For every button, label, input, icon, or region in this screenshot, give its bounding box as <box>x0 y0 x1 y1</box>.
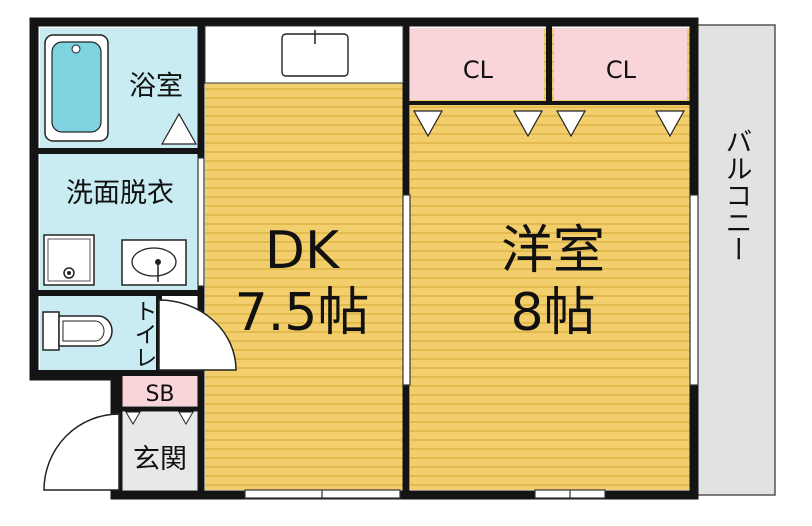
label-entrance: 玄関 <box>133 444 187 475</box>
dk-floor <box>205 28 403 490</box>
window-balcony <box>689 194 699 386</box>
wash-basin-icon <box>121 239 187 286</box>
closet-left-floor <box>410 28 544 100</box>
closet-door-markers <box>412 110 686 138</box>
kitchen-sink-icon <box>204 25 404 84</box>
label-closet-left: CL <box>463 56 494 84</box>
label-western-name: 洋室 <box>501 221 605 281</box>
washing-machine-icon <box>43 234 95 286</box>
label-closet-right: CL <box>606 56 637 84</box>
label-bath: 浴室 <box>129 71 183 102</box>
toilet-icon <box>42 311 113 351</box>
label-balcony: バルコニー <box>721 128 752 263</box>
sliding-door-dk-western <box>402 194 411 386</box>
toilet-door <box>158 299 237 371</box>
label-dk-name: DK <box>265 221 341 281</box>
swing-doors <box>43 299 237 491</box>
walls <box>29 17 699 500</box>
label-washroom: 洗面脱衣 <box>66 178 174 209</box>
balcony-area <box>696 24 776 496</box>
label-western-size: 8帖 <box>510 283 595 343</box>
bathtub-icon <box>44 34 109 142</box>
openings <box>197 157 699 499</box>
label-storage: SB <box>145 382 174 407</box>
label-toilet: トイレ <box>130 300 156 369</box>
door-washroom <box>197 157 205 287</box>
storage-door-markers <box>125 411 194 425</box>
entrance-door <box>43 413 120 491</box>
label-dk-size: 7.5帖 <box>235 283 370 343</box>
bath-door-marker <box>160 112 198 145</box>
entrance-floor <box>122 412 198 490</box>
storage-floor <box>122 376 198 406</box>
closet-right-floor <box>554 28 687 100</box>
